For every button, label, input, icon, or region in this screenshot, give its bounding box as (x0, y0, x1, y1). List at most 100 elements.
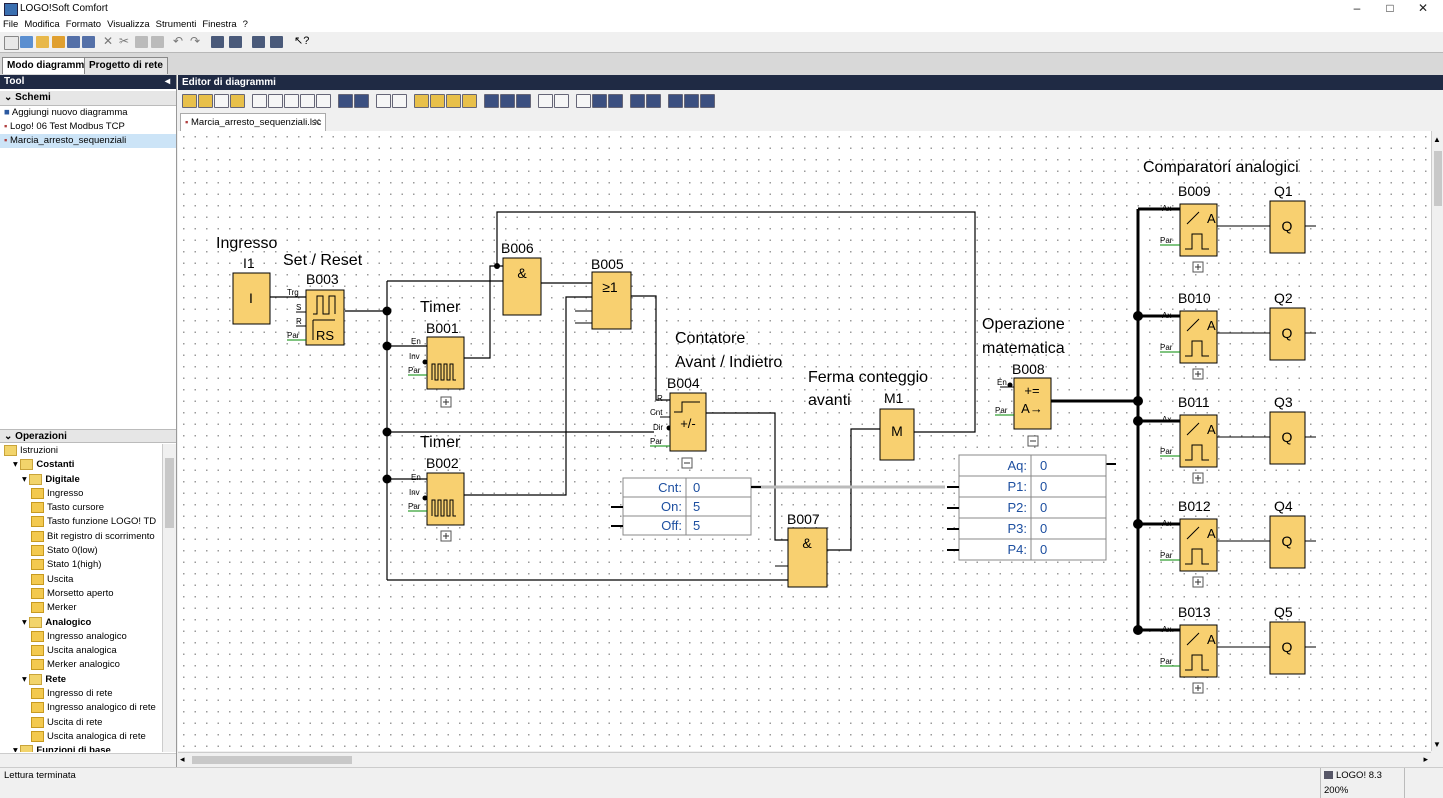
tree-operation-item[interactable]: Tasto funzione LOGO! TD (0, 515, 163, 529)
net2-icon[interactable] (646, 94, 661, 108)
block-b002[interactable] (426, 472, 465, 526)
undo-icon[interactable] (376, 94, 391, 108)
io3-icon[interactable] (700, 94, 715, 108)
open-icon[interactable] (36, 36, 49, 48)
transfer-logo-pc-icon[interactable] (229, 36, 242, 48)
close-button[interactable]: ✕ (1417, 1, 1429, 15)
block-b001[interactable] (426, 336, 465, 390)
block-b006[interactable] (502, 257, 542, 316)
net-icon[interactable] (630, 94, 645, 108)
l-icon[interactable] (462, 94, 477, 108)
menu-help[interactable]: ? (242, 19, 248, 30)
connect-tool-icon[interactable] (198, 94, 213, 108)
block-b003[interactable] (305, 289, 345, 346)
io2-icon[interactable] (684, 94, 699, 108)
expand-arrow-icon[interactable]: ▾ (22, 673, 30, 685)
block-i1[interactable] (232, 272, 271, 325)
cut-connection-icon[interactable] (338, 94, 353, 108)
tree-folder-item[interactable]: Istruzioni (0, 444, 163, 458)
output-block[interactable] (1269, 307, 1306, 361)
align-top-icon[interactable] (300, 94, 315, 108)
schemes-header[interactable]: ⌄ Schemi (0, 91, 176, 106)
scroll-up-icon[interactable]: ▲ (1433, 135, 1441, 144)
block-b004[interactable] (669, 392, 707, 452)
redo-icon[interactable]: ↷ (190, 34, 201, 48)
save-icon[interactable] (67, 36, 80, 48)
block-b008[interactable] (1013, 377, 1052, 430)
align-right-icon[interactable] (284, 94, 299, 108)
tree-folder-item[interactable]: ▾ Digitale (0, 473, 163, 487)
tree-operation-item[interactable]: Stato 0(low) (0, 544, 163, 558)
expand-arrow-icon[interactable]: ▾ (13, 459, 21, 471)
maximize-button[interactable]: □ (1386, 1, 1394, 15)
layout-3-icon[interactable] (516, 94, 531, 108)
operations-scrollbar[interactable] (162, 444, 176, 752)
menu-modifica[interactable]: Modifica (24, 19, 60, 30)
copy-icon[interactable] (135, 36, 148, 48)
new-icon[interactable] (4, 36, 19, 50)
tree-operation-item[interactable]: Ingresso (0, 487, 163, 501)
output-block[interactable] (1269, 200, 1306, 254)
sf-icon[interactable] (446, 94, 461, 108)
gf-icon[interactable] (430, 94, 445, 108)
help-pointer-icon[interactable]: ↖? (294, 35, 310, 47)
output-block[interactable] (1269, 515, 1306, 569)
tree-operation-item[interactable]: Merker (0, 601, 163, 615)
canvas-hscrollbar[interactable]: ◂ ▸ (178, 752, 1431, 767)
scheme-item-marcia[interactable]: ▪ Marcia_arresto_sequenziali (0, 134, 176, 148)
menu-finestra[interactable]: Finestra (202, 19, 237, 30)
constants-icon[interactable] (214, 94, 229, 108)
operations-header[interactable]: ⌄ Operazioni (0, 429, 176, 443)
print-icon[interactable] (82, 36, 95, 48)
text-tool-icon[interactable] (230, 94, 245, 108)
tree-operation-item[interactable]: Stato 1(high) (0, 558, 163, 572)
tree-operation-item[interactable]: Ingresso analogico di rete (0, 701, 163, 715)
align-bottom-icon[interactable] (316, 94, 331, 108)
scrollbar-thumb[interactable] (192, 756, 352, 764)
tree-operation-item[interactable]: Uscita analogica di rete (0, 730, 163, 744)
tree-operation-item[interactable]: Uscita (0, 573, 163, 587)
new-dropdown-icon[interactable] (20, 36, 33, 48)
transfer-pc-logo-icon[interactable] (211, 36, 224, 48)
tree-operation-item[interactable]: Bit registro di scorrimento (0, 530, 163, 544)
undo-icon[interactable]: ↶ (173, 34, 184, 48)
layout-1-icon[interactable] (484, 94, 499, 108)
simulation-icon[interactable] (270, 36, 283, 48)
menu-strumenti[interactable]: Strumenti (155, 19, 197, 30)
expand-arrow-icon[interactable]: ▾ (22, 473, 30, 485)
pen-icon[interactable] (576, 94, 591, 108)
menu-file[interactable]: File (3, 19, 19, 30)
scroll-right-icon[interactable]: ▸ (1423, 754, 1428, 764)
output-block[interactable] (1269, 411, 1306, 465)
tree-operation-item[interactable]: Tasto cursore (0, 501, 163, 515)
zoom-out-icon[interactable] (554, 94, 569, 108)
canvas-vscrollbar[interactable]: ▲ ▼ (1431, 131, 1443, 751)
collapse-panel-icon[interactable]: ◂ (164, 76, 170, 87)
block-m1[interactable] (879, 408, 915, 461)
minimize-button[interactable]: – (1353, 1, 1361, 15)
grid-icon[interactable] (592, 94, 607, 108)
output-block[interactable] (1269, 621, 1306, 675)
menu-visualizza[interactable]: Visualizza (107, 19, 150, 30)
align-center-icon[interactable] (268, 94, 283, 108)
tree-operation-item[interactable]: Uscita di rete (0, 716, 163, 730)
tab-modo-diagramma[interactable]: Modo diagramma (2, 57, 95, 74)
tab-progetto-di-rete[interactable]: Progetto di rete (84, 57, 168, 74)
tree-operation-item[interactable]: Ingresso analogico (0, 630, 163, 644)
tree-operation-item[interactable]: Uscita analogica (0, 644, 163, 658)
join-connection-icon[interactable] (354, 94, 369, 108)
scheme-item-modbus[interactable]: ▪ Logo! 06 Test Modbus TCP (4, 121, 125, 132)
scroll-down-icon[interactable]: ▼ (1433, 740, 1441, 749)
menu-formato[interactable]: Formato (65, 19, 102, 30)
block-b005[interactable] (591, 271, 632, 330)
file-tab[interactable]: ▪ Marcia_arresto_sequenziali.lsc ✕ (180, 113, 326, 131)
select-tool-icon[interactable] (182, 94, 197, 108)
layout-2-icon[interactable] (500, 94, 515, 108)
delete-icon[interactable]: ✕ (103, 34, 114, 48)
tree-folder-item[interactable]: ▾ Funzioni di base (0, 744, 163, 752)
expand-arrow-icon[interactable]: ▾ (13, 745, 21, 752)
scheme-item-new[interactable]: ■ Aggiungi nuovo diagramma (4, 107, 128, 118)
block-b007[interactable] (787, 527, 828, 588)
scrollbar-thumb[interactable] (1434, 151, 1442, 206)
tree-folder-item[interactable]: ▾ Analogico (0, 616, 163, 630)
